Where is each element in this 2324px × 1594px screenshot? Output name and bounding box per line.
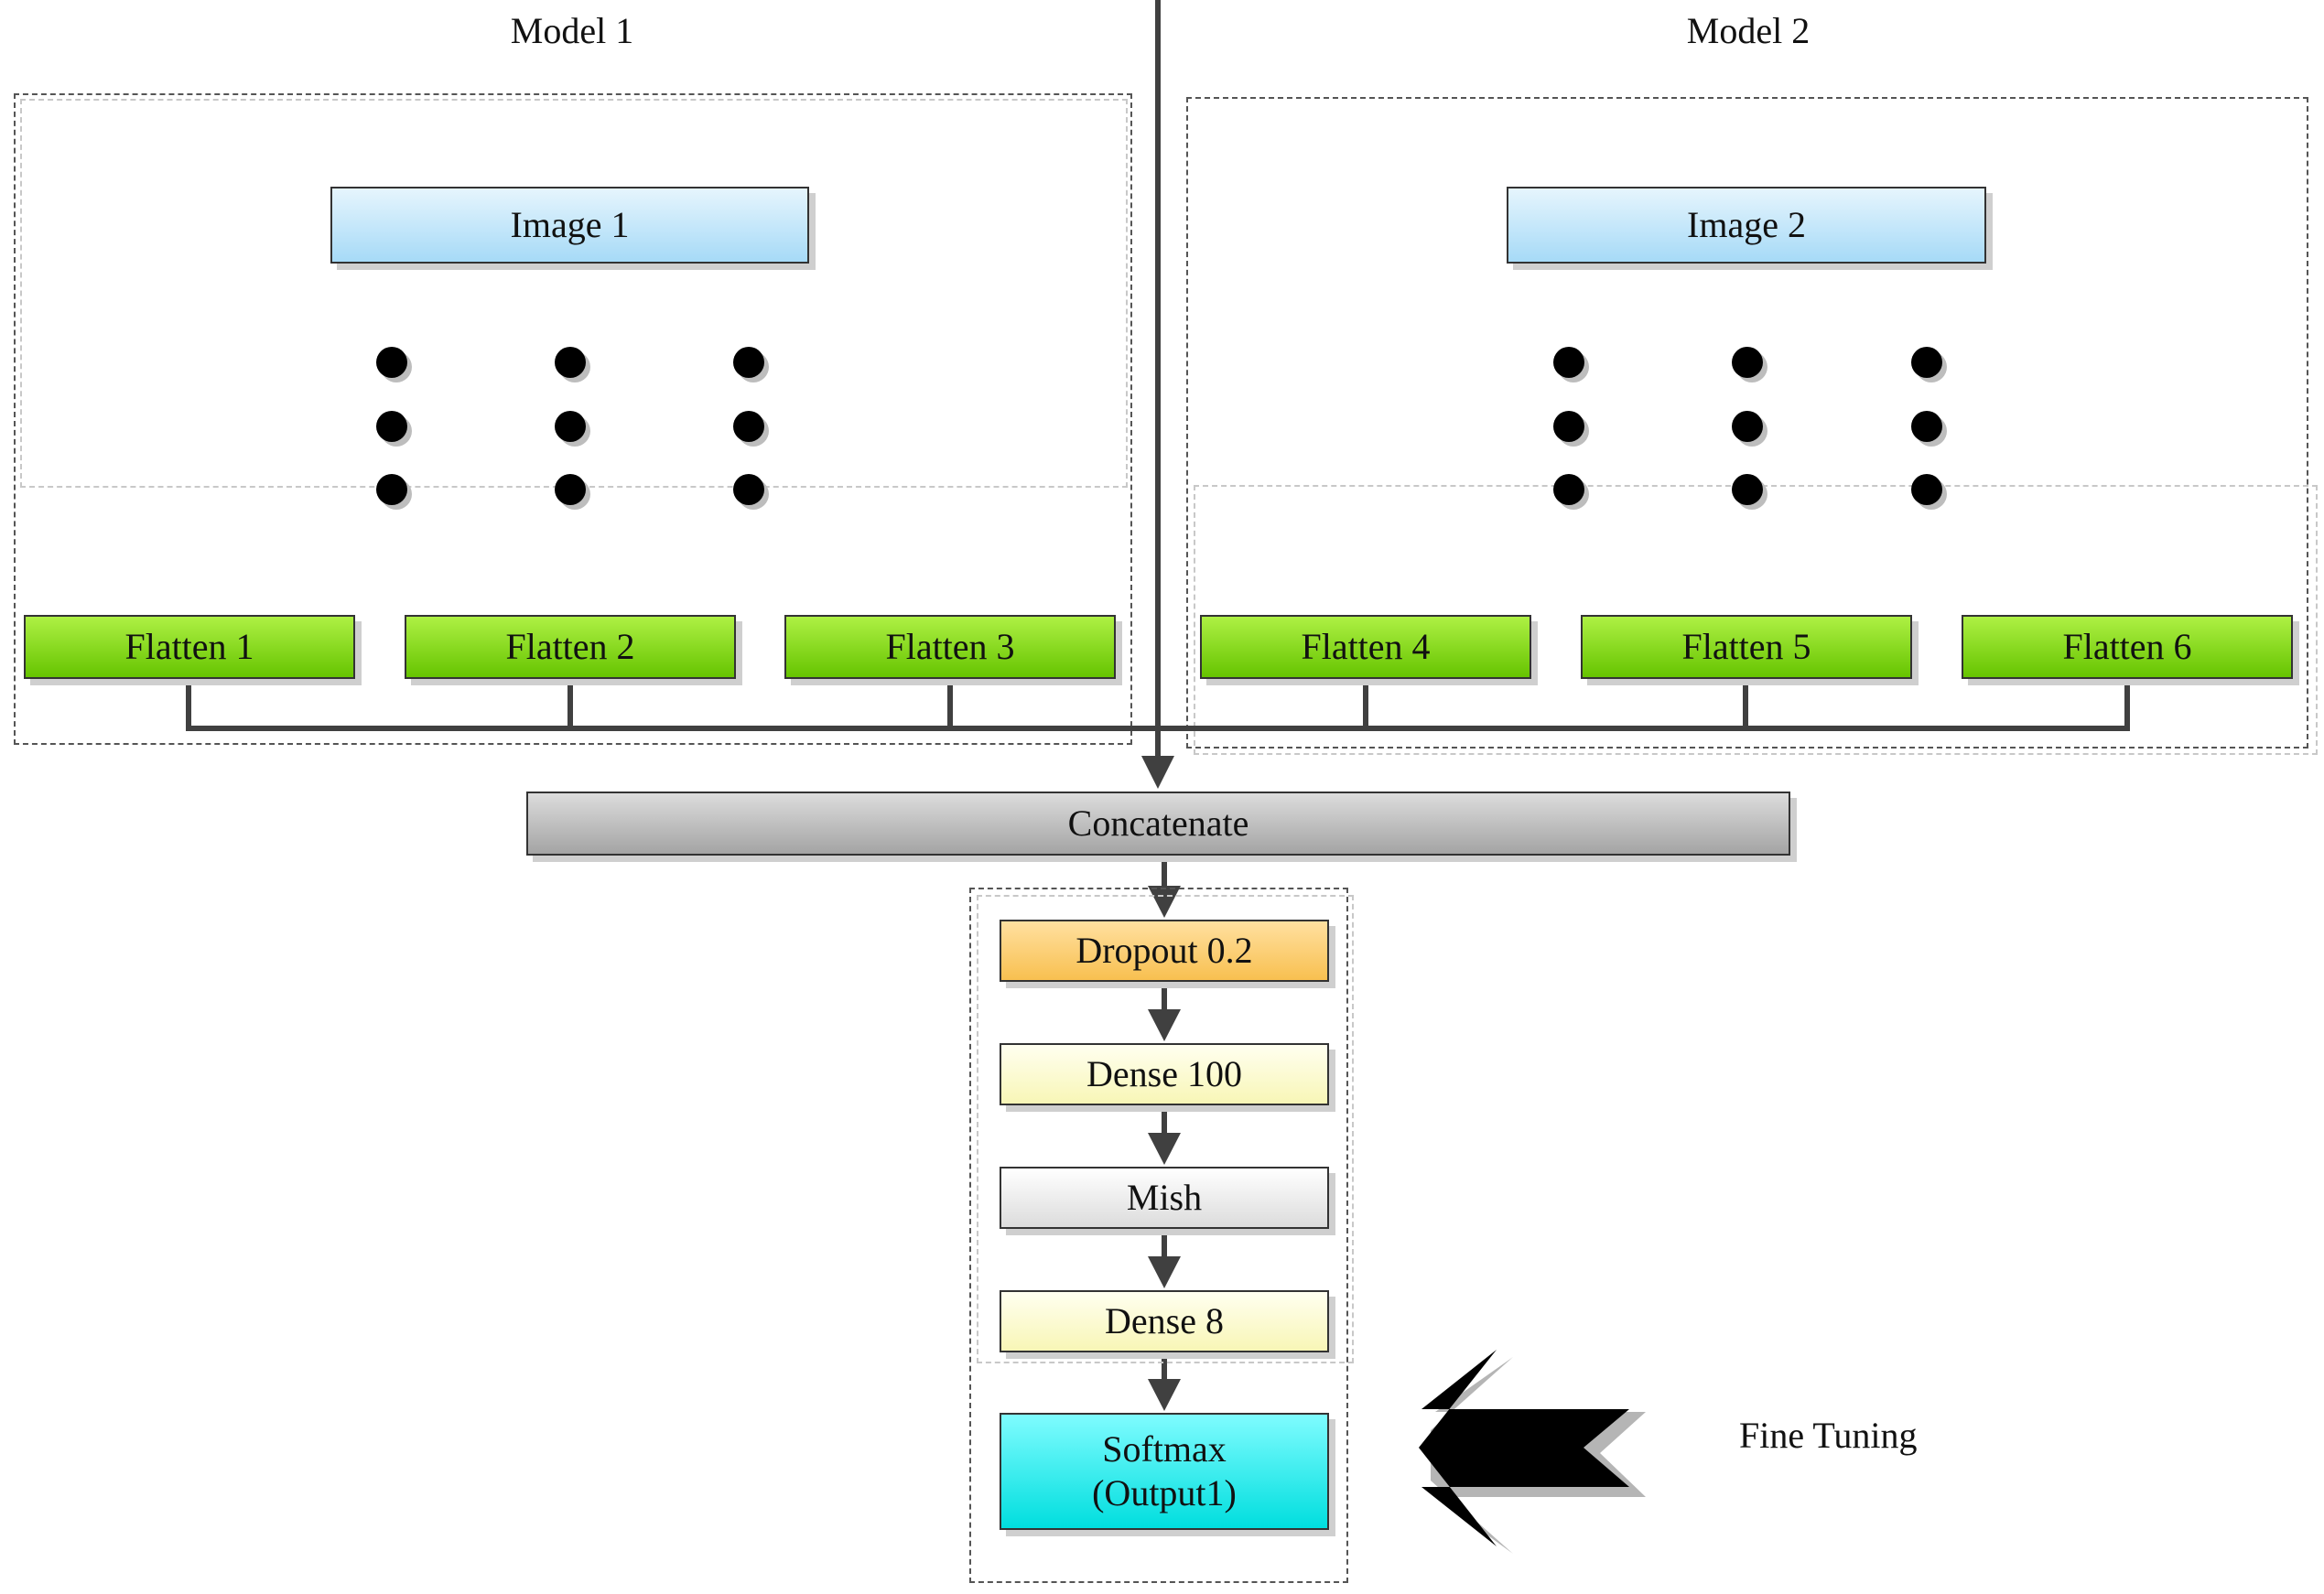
dense-100-box: Dense 100 [1000,1043,1329,1105]
arrow-head-softmax [1148,1379,1181,1411]
fine-tuning-frame [969,888,1348,1583]
ellipsis-dot [1732,347,1763,378]
ellipsis-dot [733,411,764,442]
ellipsis-dot [1732,474,1763,505]
flatten-2-box: Flatten 2 [405,615,736,679]
arrow-head-dense-8 [1148,1256,1181,1288]
model-2-frame [1186,97,2308,749]
dense-8-box: Dense 8 [1000,1290,1329,1352]
fine-tuning-label: Fine Tuning [1739,1415,1918,1456]
ellipsis-dot [1911,474,1942,505]
ellipsis-dot [376,347,407,378]
ellipsis-dot [1911,347,1942,378]
ellipsis-dot [1732,411,1763,442]
output-label: (Output1) [1092,1472,1237,1513]
flatten-1-box: Flatten 1 [24,615,355,679]
flatten-3-box: Flatten 3 [784,615,1116,679]
ellipsis-dot [555,347,586,378]
arrow-head-concatenate [1141,756,1174,789]
model-2-title: Model 2 [1686,10,1811,51]
ellipsis-dot [555,411,586,442]
image-2-box: Image 2 [1507,187,1986,264]
softmax-output-box: Softmax (Output1) [1000,1413,1329,1530]
flatten-5-box: Flatten 5 [1581,615,1912,679]
ellipsis-dot [733,474,764,505]
arrow-head-dense-100 [1148,1009,1181,1041]
flatten-6-box: Flatten 6 [1962,615,2293,679]
arrow-head-mish [1148,1133,1181,1165]
fine-tuning-inner-frame [977,895,1354,1363]
dropout-box: Dropout 0.2 [1000,920,1329,982]
ellipsis-dot [376,474,407,505]
ellipsis-dot [1553,474,1584,505]
ellipsis-dot [733,347,764,378]
model-1-frame [14,93,1132,745]
model-1-title: Model 1 [510,10,634,51]
softmax-label: Softmax [1102,1428,1227,1470]
arrow-head-dropout [1148,886,1181,918]
flatten-4-box: Flatten 4 [1200,615,1531,679]
ellipsis-dot [1553,411,1584,442]
ellipsis-dot [1553,347,1584,378]
ellipsis-dot [1911,411,1942,442]
mish-box: Mish [1000,1167,1329,1229]
concatenate-box: Concatenate [526,792,1790,856]
ellipsis-dot [376,411,407,442]
ellipsis-dot [555,474,586,505]
image-1-box: Image 1 [330,187,809,264]
